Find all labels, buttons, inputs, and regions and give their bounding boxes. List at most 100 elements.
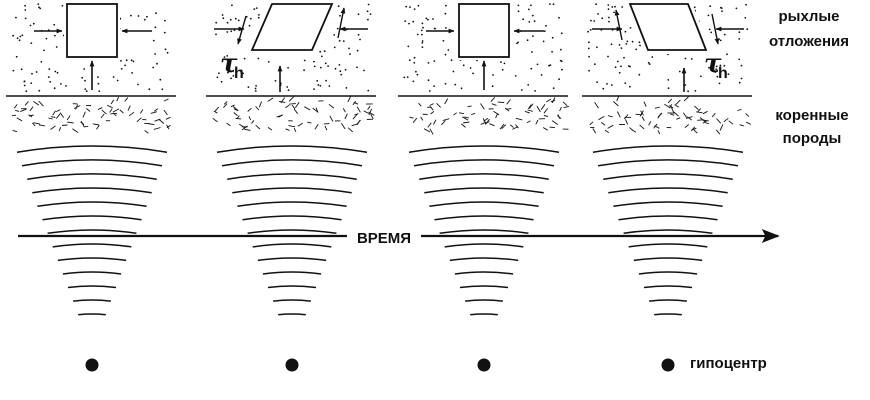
bedrock-dash (444, 98, 449, 105)
sediment-dot (532, 35, 534, 37)
bedrock-dash (32, 122, 36, 127)
sediment-dot (684, 57, 687, 60)
sediment-dot (412, 80, 415, 83)
bedrock-dash (297, 122, 303, 127)
wave-front-arc (78, 313, 106, 316)
sediment-dot (421, 46, 424, 48)
bedrock-dash (72, 128, 79, 133)
bedrock-dash (524, 110, 530, 114)
bedrock-dash (543, 108, 549, 114)
loose-sediments-label-line1: рыхлые (779, 8, 840, 25)
bedrock-label-line2: породы (783, 130, 842, 147)
bedrock-dash (352, 114, 358, 120)
bedrock-dash (704, 122, 709, 125)
bedrock-dash (367, 105, 371, 110)
sediment-dot (613, 11, 615, 14)
sediment-dot (156, 62, 158, 65)
sediment-dot (319, 66, 322, 69)
sediment-dot (534, 90, 536, 92)
bedrock-dash (512, 126, 519, 130)
bedrock-dash (82, 111, 86, 118)
bedrock-texture (409, 97, 570, 135)
sediment-dot (472, 72, 474, 75)
bedrock-dash (258, 101, 263, 108)
sediment-dot (125, 59, 128, 62)
sediment-dot (416, 73, 419, 76)
bedrock-dash (540, 104, 546, 110)
bedrock-dash (527, 109, 533, 112)
bedrock-dash (147, 123, 155, 126)
bedrock-dash (33, 101, 40, 106)
wave-front-arc (597, 159, 739, 167)
sediment-dot (527, 8, 530, 11)
bedrock-dash (728, 120, 734, 125)
sediment-dot (558, 16, 560, 19)
bedrock-dash (213, 110, 218, 114)
sediment-dot (715, 65, 718, 68)
bedrock-dash (278, 100, 286, 104)
bedrock-dash (165, 116, 171, 120)
wave-front-arc (633, 257, 703, 262)
sediment-dot (558, 78, 560, 81)
bedrock-dash (654, 106, 661, 109)
wave-front-arc (434, 215, 534, 221)
sediment-dot (367, 18, 369, 21)
hypocenter-label: гипоцентр (690, 355, 767, 372)
wave-front-arc (47, 229, 137, 235)
sediment-dot (334, 67, 337, 70)
wave-front-arc (237, 201, 347, 208)
bedrock-dash (370, 113, 374, 120)
bedrock-dash (344, 113, 348, 120)
sediment-dot (469, 67, 472, 69)
sediment-dot (420, 29, 423, 32)
bedrock-dash (314, 124, 319, 130)
wave-front-arc (603, 173, 733, 180)
bedrock-dash (697, 119, 704, 121)
bedrock-dash (675, 99, 681, 105)
sediment-dot (614, 5, 616, 8)
wave-front-arc (623, 229, 713, 235)
sediment-dot (223, 56, 226, 58)
bedrock-dash (690, 126, 696, 132)
sediment-dot (24, 17, 27, 20)
sediment-dot (130, 14, 132, 17)
bedrock-dash (80, 121, 85, 125)
bedrock-dash (702, 120, 707, 124)
wave-front-arc (592, 145, 744, 153)
bedrock-dash (563, 105, 570, 109)
bedrock-dash (694, 105, 699, 111)
sediment-dot (60, 83, 62, 85)
bedrock-dash (430, 111, 435, 115)
sediment-dot (723, 64, 726, 67)
sediment-dot (708, 66, 710, 69)
wave-front-arc (21, 159, 163, 167)
wave-fronts (16, 145, 168, 316)
bedrock-dash (723, 117, 729, 123)
bedrock-dash (127, 105, 131, 111)
sediment-dot (333, 34, 336, 36)
bedrock-dash (429, 128, 434, 135)
sediment-dot (413, 61, 416, 64)
bedrock-dash (598, 116, 605, 121)
wave-front-arc (628, 243, 708, 248)
bedrock-dash (423, 128, 431, 133)
sediment-dot (336, 27, 339, 30)
sediment-dot (230, 77, 233, 80)
soil-element-parallelogram (628, 3, 708, 51)
bedrock-dash (251, 120, 255, 124)
sediment-dot (651, 56, 654, 58)
sediment-dot (416, 33, 419, 36)
sediment-dot (226, 59, 229, 61)
soil-element-square (66, 3, 118, 58)
sediment-dot (540, 74, 543, 76)
sediment-dot (531, 51, 533, 53)
sediment-dot (602, 87, 605, 90)
bedrock-dash (109, 108, 113, 113)
sediment-dot (19, 35, 22, 38)
shear-stress-subscript: h (718, 65, 728, 82)
bedrock-dash (441, 120, 446, 126)
bedrock-dash (429, 103, 434, 106)
sediment-dot (708, 28, 711, 31)
sediment-dot (357, 33, 360, 36)
bedrock-dash (550, 99, 556, 103)
